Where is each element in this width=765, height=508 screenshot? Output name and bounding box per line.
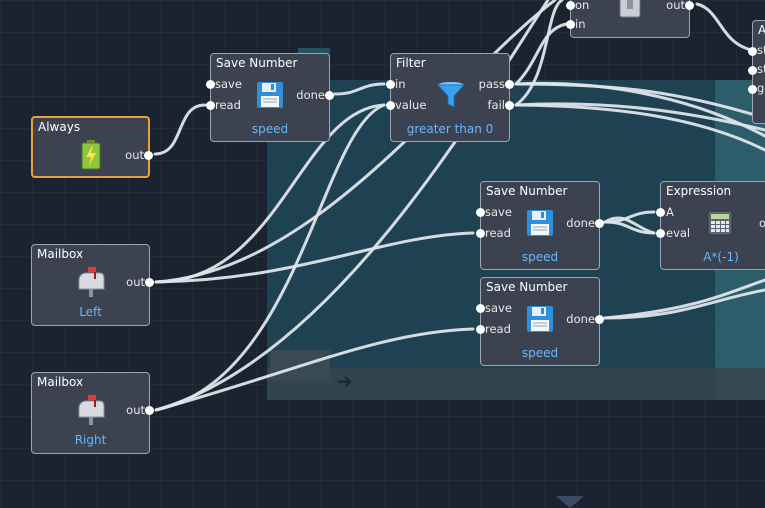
top-right-node[interactable]: A st st go xyxy=(748,20,765,124)
port-label-out: out xyxy=(126,275,145,289)
floppy-disk-icon xyxy=(256,81,284,109)
node-subtitle: speed xyxy=(251,122,289,136)
port-out[interactable] xyxy=(685,1,694,10)
port-label-in: in xyxy=(395,77,406,91)
port-a[interactable] xyxy=(656,208,665,217)
save-number-node-1[interactable]: Save Number save read done speed xyxy=(206,53,334,142)
node-title: Mailbox xyxy=(37,375,84,389)
port-save[interactable] xyxy=(476,304,485,313)
battery-icon xyxy=(81,140,101,170)
funnel-icon xyxy=(436,80,466,108)
port-done[interactable] xyxy=(325,91,334,100)
port-label-read: read xyxy=(485,226,511,240)
node-subtitle: A*(-1) xyxy=(703,250,739,264)
port-label-read: read xyxy=(485,322,511,336)
mailbox-node-right[interactable]: Mailbox out Right xyxy=(31,372,154,454)
port-label-out: out xyxy=(125,148,144,162)
mailbox-icon xyxy=(76,267,106,297)
port-st-2[interactable] xyxy=(748,66,757,75)
node-subtitle: speed xyxy=(521,346,559,360)
node-subtitle: speed xyxy=(521,250,559,264)
switch-node[interactable]: on in out xyxy=(566,0,694,38)
port-label-done: done xyxy=(296,88,325,102)
floppy-disk-icon xyxy=(526,209,554,237)
save-number-node-3[interactable]: Save Number save read done speed xyxy=(476,277,604,366)
node-title: Save Number xyxy=(486,280,568,294)
port-label-on: on xyxy=(575,0,590,12)
scroll-indicator-icon xyxy=(556,496,584,508)
band-marker xyxy=(270,350,330,380)
port-in[interactable] xyxy=(566,20,575,29)
port-label-out: out xyxy=(126,403,145,417)
port-save[interactable] xyxy=(206,80,215,89)
port-on[interactable] xyxy=(566,1,575,10)
port-label-fail: fail xyxy=(487,98,506,112)
filter-node[interactable]: Filter in value pass fail greater than 0 xyxy=(386,53,514,142)
port-label-save: save xyxy=(485,301,512,315)
node-subtitle: Left xyxy=(79,305,102,319)
port-label-save: save xyxy=(215,77,242,91)
port-label-save: save xyxy=(485,205,512,219)
port-out[interactable] xyxy=(145,406,154,415)
port-label-done: done xyxy=(566,312,595,326)
port-label-st-2: st xyxy=(757,62,765,76)
port-label-out: out xyxy=(666,0,685,12)
port-read[interactable] xyxy=(476,229,485,238)
port-label-read: read xyxy=(215,98,241,112)
port-done[interactable] xyxy=(595,219,604,228)
port-label-pass: pass xyxy=(478,77,505,91)
calculator-icon xyxy=(707,210,733,236)
floppy-disk-icon xyxy=(526,305,554,333)
port-read[interactable] xyxy=(476,325,485,334)
port-label-eval: eval xyxy=(666,226,691,240)
arrow-right-icon: ➜ xyxy=(336,369,353,393)
port-out[interactable] xyxy=(144,151,153,160)
node-subtitle: Right xyxy=(74,433,107,447)
port-go[interactable] xyxy=(748,85,757,94)
port-in[interactable] xyxy=(386,80,395,89)
port-done[interactable] xyxy=(595,315,604,324)
port-label-go: go xyxy=(757,81,765,95)
port-eval[interactable] xyxy=(656,229,665,238)
port-label-st-1: st xyxy=(757,43,765,57)
port-pass[interactable] xyxy=(505,80,514,89)
mailbox-icon xyxy=(76,395,106,425)
node-title: Save Number xyxy=(486,184,568,198)
node-title: Always xyxy=(38,120,81,134)
node-title: A xyxy=(758,23,765,37)
save-number-node-2[interactable]: Save Number save read done speed xyxy=(476,181,604,270)
port-read[interactable] xyxy=(206,101,215,110)
node-title: Save Number xyxy=(216,56,298,70)
node-title: Mailbox xyxy=(37,247,84,261)
port-label-a: A xyxy=(666,205,674,219)
port-label-out: o xyxy=(759,216,765,230)
node-title: Expression xyxy=(666,184,732,198)
node-title: Filter xyxy=(396,56,426,70)
expression-node[interactable]: Expression A eval o A*(-1) xyxy=(656,181,765,270)
always-node[interactable]: Always out xyxy=(31,116,153,178)
port-st-1[interactable] xyxy=(748,47,757,56)
node-subtitle: greater than 0 xyxy=(406,122,494,136)
port-label-in: in xyxy=(575,17,586,31)
port-label-value: value xyxy=(395,98,427,112)
switch-icon xyxy=(619,0,641,19)
port-save[interactable] xyxy=(476,208,485,217)
port-fail[interactable] xyxy=(505,101,514,110)
port-value[interactable] xyxy=(386,101,395,110)
port-label-done: done xyxy=(566,216,595,230)
mailbox-node-left[interactable]: Mailbox out Left xyxy=(31,244,154,326)
port-out[interactable] xyxy=(145,278,154,287)
